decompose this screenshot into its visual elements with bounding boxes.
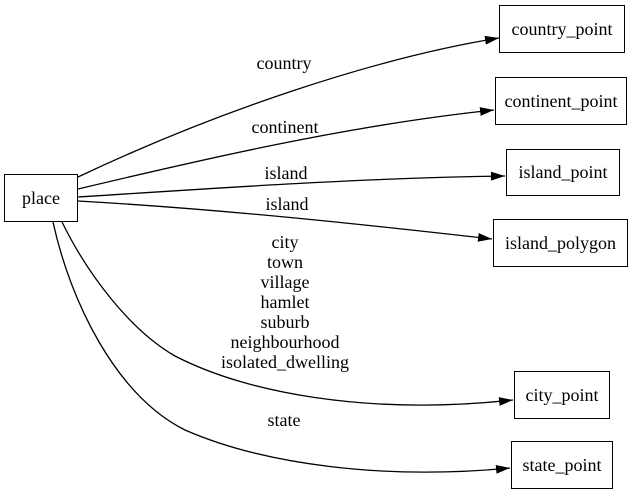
node-island-point: island_point	[506, 149, 620, 196]
edge-label-country: country	[256, 53, 312, 73]
edge-place-country_point	[77, 35, 500, 178]
node-city-point-label: city_point	[525, 384, 599, 405]
node-country-point: country_point	[499, 5, 625, 53]
node-place-label: place	[22, 187, 60, 208]
node-state-point: state_point	[511, 441, 613, 489]
edge-label-island-point: island	[264, 163, 308, 183]
edge-label-continent: continent	[251, 117, 319, 137]
edge-label-city-group: city town village hamlet suburb neighbou…	[221, 232, 349, 372]
edge-place-continent_point	[77, 107, 495, 190]
edge-place-city_point	[61, 221, 514, 406]
edge-label-island-polygon: island	[265, 194, 309, 214]
node-island-polygon: island_polygon	[493, 219, 628, 267]
edge-label-state: state	[267, 410, 301, 430]
edge-place-island_point	[77, 171, 506, 198]
node-continent-point: continent_point	[495, 77, 627, 125]
edge-place-island_polygon	[77, 200, 493, 242]
node-country-point-label: country_point	[511, 18, 613, 39]
node-city-point: city_point	[514, 371, 610, 419]
node-island-point-label: island_point	[518, 162, 608, 182]
node-state-point-label: state_point	[522, 454, 602, 475]
edge-place-state_point	[52, 221, 511, 474]
node-continent-point-label: continent_point	[504, 90, 618, 111]
node-place: place	[4, 174, 78, 222]
node-island-polygon-label: island_polygon	[505, 232, 616, 253]
